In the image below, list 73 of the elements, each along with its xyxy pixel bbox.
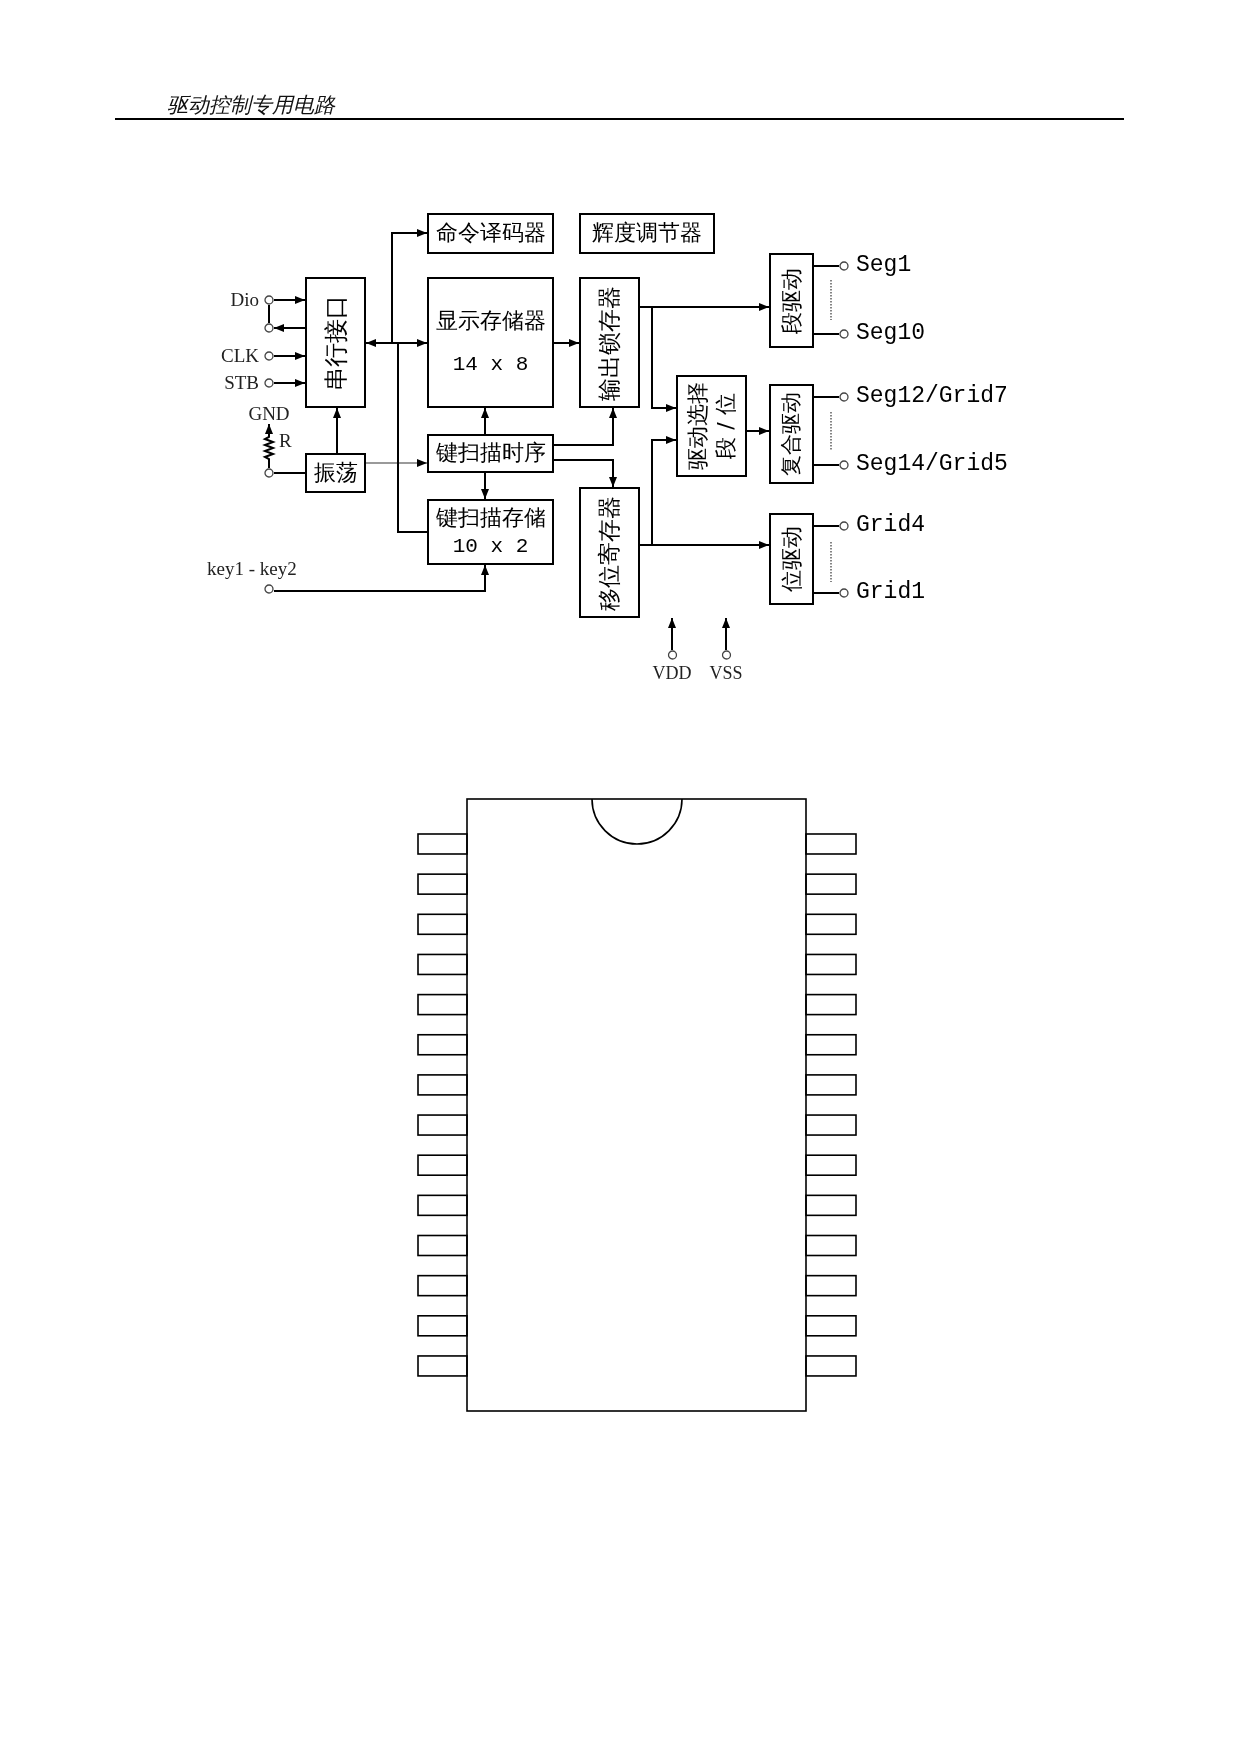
arrow [481,472,489,500]
arrow [273,324,306,332]
connector-line [813,592,840,594]
arrow [273,296,306,304]
function-block [579,213,715,254]
arrow [553,339,580,347]
pin-label: Grid4 [856,513,925,539]
block-title: 段 / 位 [713,393,738,459]
arrow [553,407,617,446]
function-block [676,375,747,477]
arrow [262,422,276,469]
function-block [305,277,366,408]
pin-label: CLK [221,346,259,366]
function-block [427,499,554,565]
block-title: 段驱动 [779,267,804,334]
function-block [427,213,554,254]
function-block [769,253,814,348]
pin-terminal-icon [264,323,274,333]
pin-label: key1 - key2 [207,559,297,579]
function-block [769,513,814,605]
block-title: 键扫描时序 [435,441,546,466]
connector-line [813,464,840,466]
function-block [305,453,366,493]
block-size-label: 10 x 2 [452,534,529,558]
arrow [553,459,617,488]
block-title: 串行接口 [322,294,349,391]
pin-label: Seg10 [856,321,925,347]
arrow [746,427,770,435]
pin-label: Seg12/Grid7 [856,384,1008,410]
connector-line [813,525,840,527]
pin-label: GND [248,404,290,424]
function-block [579,277,640,408]
block-title: 辉度调节器 [592,221,702,246]
block-title: 振荡 [313,460,358,486]
arrow [639,436,677,546]
block-title: 输出锁存器 [596,285,623,400]
connector-line [813,396,840,398]
pin-label: STB [224,373,259,393]
arrow [273,564,489,592]
pin-label: Seg14/Grid5 [856,452,1008,478]
arrow [639,306,677,412]
function-block [769,384,814,484]
function-block [427,277,554,408]
block-title: 移位寄存器 [596,495,623,610]
block-title: 命令译码器 [435,221,546,246]
connector-line [813,333,840,335]
arrow [273,352,306,360]
page-header: 驱动控制专用电路 [167,92,335,119]
arrow [365,339,428,533]
block-title: 驱动选择 [685,382,710,470]
arrow [668,617,676,651]
arrow [333,407,341,454]
connector-line [273,472,306,474]
connector-line [268,304,270,324]
arrow [481,407,489,435]
arrow [273,379,306,387]
pin-label: VDD [652,664,692,683]
edge-label: R [279,431,292,450]
block-title: 位驱动 [779,526,804,592]
block-title: 显示存储器 [435,308,546,334]
block-size-label: 14 x 8 [452,353,529,377]
connector-line [813,265,840,267]
block-title: 键扫描存储 [435,506,546,531]
block-title: 复合驱动 [779,392,804,476]
arrow [722,617,730,651]
function-block [579,487,640,618]
function-block [427,434,554,473]
pin-label: Seg1 [856,253,912,279]
pin-label: VSS [709,664,743,683]
pin-label: Dio [230,290,259,310]
pin-label: Grid1 [856,580,925,606]
pin-terminal-icon [264,468,274,478]
arrow [365,459,428,467]
